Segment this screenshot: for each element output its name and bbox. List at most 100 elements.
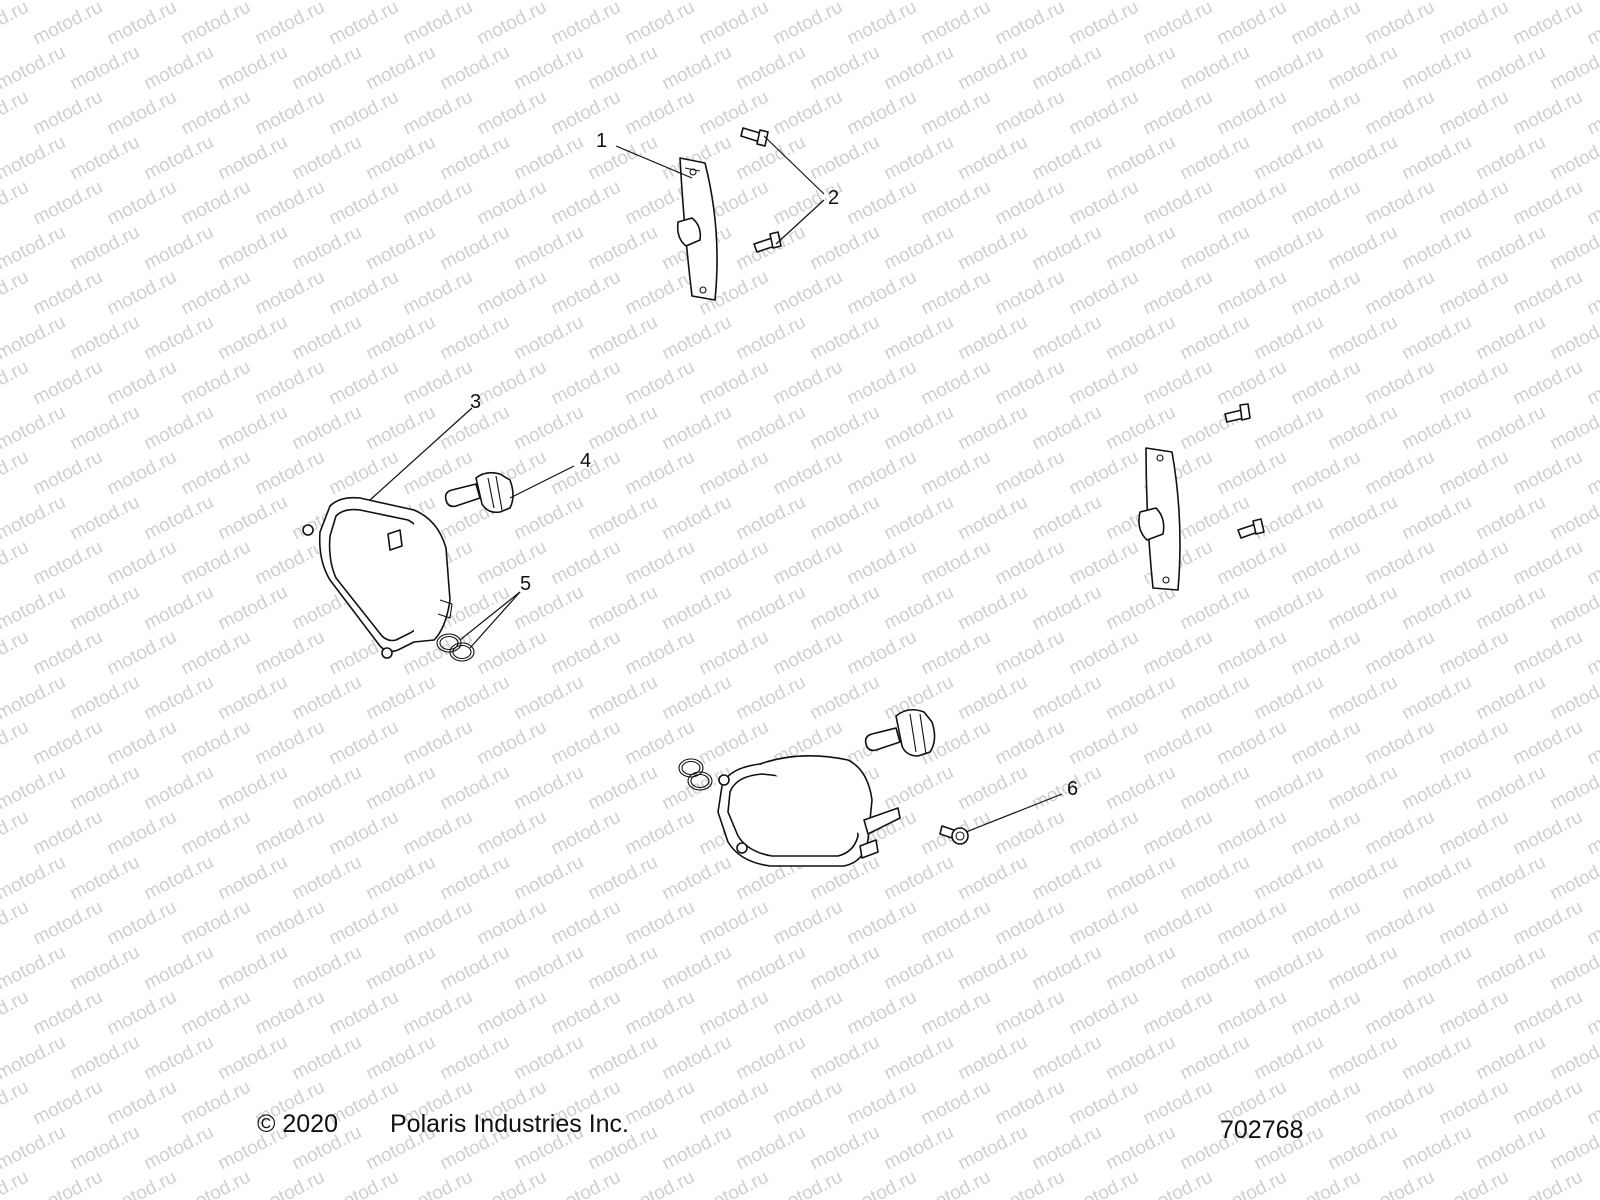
watermark-text: motod.ru [1140,267,1216,320]
watermark-text: motod.ru [1029,312,1105,365]
screw-upper-2[interactable] [753,231,782,253]
watermark-text: motod.ru [585,402,661,455]
o-rings-left[interactable] [436,633,475,662]
watermark-text: motod.ru [622,0,698,49]
watermark-text: motod.ru [1362,627,1438,680]
watermark-text: motod.ru [326,357,402,410]
watermark-text: motod.ru [215,0,291,4]
watermark-text: motod.ru [0,447,32,500]
watermark-text: motod.ru [881,402,957,455]
watermark-text: motod.ru [363,402,439,455]
watermark-text: motod.ru [67,852,143,905]
screw-right-2[interactable] [1237,518,1265,539]
watermark-text: motod.ru [67,222,143,275]
watermark-text: motod.ru [659,582,735,635]
watermark-text: motod.ru [622,87,698,140]
watermark-text: motod.ru [67,672,143,725]
leader-lines [369,135,1063,833]
watermark-text: motod.ru [659,42,735,95]
watermark-text: motod.ru [955,132,1031,185]
watermark-text: motod.ru [1029,852,1105,905]
watermark-text: motod.ru [1399,492,1475,545]
watermark-text: motod.ru [992,267,1068,320]
watermark-text: motod.ru [807,1032,883,1085]
watermark-text: motod.ru [1177,762,1253,815]
watermark-text: motod.ru [1140,1077,1216,1130]
watermark-text: motod.ru [1362,87,1438,140]
watermark-text: motod.ru [696,447,772,500]
watermark-text: motod.ru [474,87,550,140]
watermark-text: motod.ru [1288,177,1364,230]
watermark-text: motod.ru [1325,582,1401,635]
watermark-text: motod.ru [141,312,217,365]
watermark-text: motod.ru [955,852,1031,905]
bulb-lower[interactable] [864,708,936,757]
watermark-text: motod.ru [1251,312,1327,365]
watermark-text: motod.ru [1584,1167,1600,1200]
screw-right-1[interactable] [1224,403,1251,423]
watermark-text: motod.ru [622,627,698,680]
watermark-text: motod.ru [1251,42,1327,95]
watermark-text: motod.ru [770,897,846,950]
watermark-text: motod.ru [1288,447,1364,500]
headlight-left[interactable] [302,496,453,659]
watermark-text: motod.ru [1066,447,1142,500]
watermark-text: motod.ru [807,222,883,275]
watermark-text: motod.ru [141,672,217,725]
watermark-text: motod.ru [1325,1122,1401,1175]
watermark-text: motod.ru [1140,807,1216,860]
watermark-text: motod.ru [1436,717,1512,770]
watermark-text: motod.ru [844,357,920,410]
watermark-text: motod.ru [178,627,254,680]
bolt[interactable] [939,825,969,845]
watermark-text: motod.ru [1399,942,1475,995]
watermark-text: motod.ru [992,177,1068,230]
bulb-left[interactable] [444,471,514,514]
watermark-text: motod.ru [1214,177,1290,230]
watermark-text: motod.ru [733,492,809,545]
watermark-text: motod.ru [1177,312,1253,365]
watermark-text: motod.ru [1103,1122,1179,1175]
watermark-text: motod.ru [1584,267,1600,320]
watermark-text: motod.ru [1362,1167,1438,1200]
watermark-text: motod.ru [437,1032,513,1085]
watermark-text: motod.ru [1473,222,1549,275]
watermark-text: motod.ru [326,1167,402,1200]
watermark-text: motod.ru [1325,402,1401,455]
watermark-text: motod.ru [1214,897,1290,950]
watermark-text: motod.ru [474,177,550,230]
watermark-text: motod.ru [844,537,920,590]
watermark-text: motod.ru [1325,852,1401,905]
watermark-text: motod.ru [585,762,661,815]
headlight-lower[interactable] [717,755,901,867]
o-rings-lower[interactable] [678,758,713,791]
watermark-text: motod.ru [104,447,180,500]
watermark-text: motod.ru [0,222,69,275]
watermark-text: motod.ru [215,1032,291,1085]
watermark-text: motod.ru [141,1122,217,1175]
watermark-text: motod.ru [548,987,624,1040]
watermark-text: motod.ru [0,627,32,680]
watermark-text: motod.ru [511,672,587,725]
watermark-text: motod.ru [955,1122,1031,1175]
watermark-text: motod.ru [1103,672,1179,725]
watermark-text: motod.ru [141,132,217,185]
reflector-right[interactable] [1138,447,1181,591]
watermark-text: motod.ru [1436,0,1512,49]
watermark-text: motod.ru [1029,222,1105,275]
watermark-text: motod.ru [0,402,69,455]
watermark-text: motod.ru [437,942,513,995]
watermark-text: motod.ru [881,0,957,4]
watermark-text: motod.ru [289,852,365,905]
watermark-text: motod.ru [622,1167,698,1200]
screw-upper-1[interactable] [740,127,769,147]
watermark-text: motod.ru [400,717,476,770]
reflector-upper[interactable] [676,157,718,301]
watermark-text: motod.ru [252,537,328,590]
watermark-text: motod.ru [659,492,735,545]
watermark-text: motod.ru [104,627,180,680]
watermark-text: motod.ru [215,132,291,185]
watermark-text: motod.ru [1399,852,1475,905]
watermark-text: motod.ru [1029,402,1105,455]
